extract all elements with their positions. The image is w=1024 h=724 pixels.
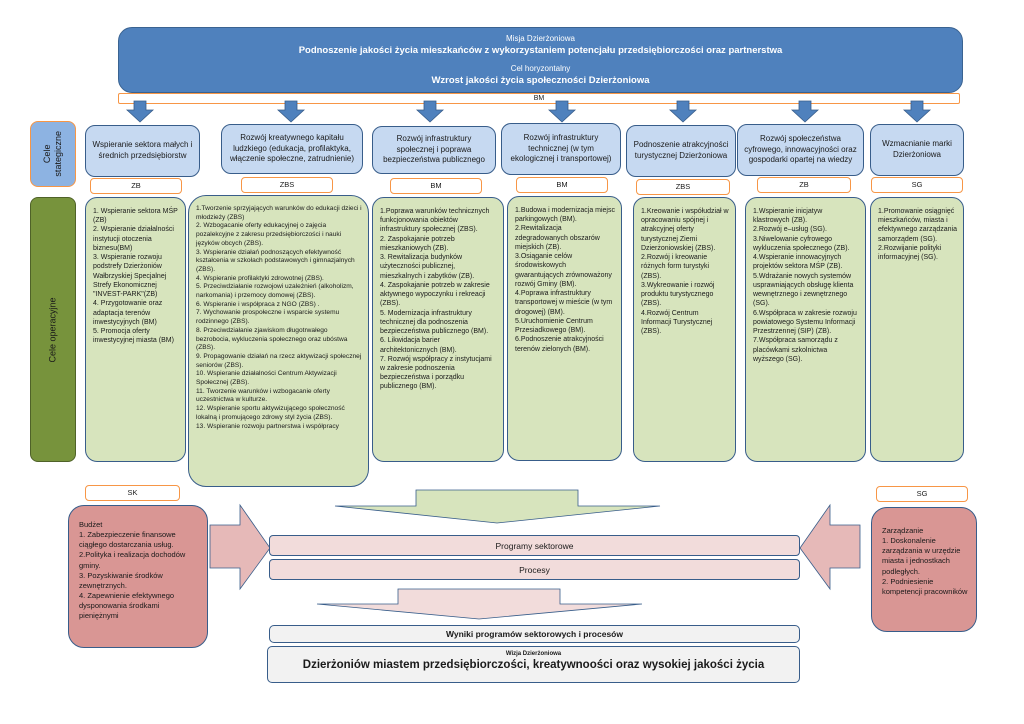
- processes-bar: Procesy: [269, 559, 800, 580]
- right-arrow-icon: [209, 503, 271, 591]
- flow-arrows: [209, 489, 861, 620]
- down-arrow-icon: [668, 100, 698, 123]
- responsibility-tag: ZBS: [636, 179, 730, 195]
- responsibility-tag: BM: [516, 177, 608, 193]
- strategic-goals-label: Cele stategiczne: [30, 121, 76, 187]
- left-arrow-icon: [799, 503, 861, 591]
- mission-box: Misja Dzierżoniowa Podnoszenie jakości ż…: [118, 27, 963, 93]
- strategic-goal: Rozwój kreatywnego kapitału ludzkiego (e…: [221, 124, 363, 174]
- down-arrow-icon: [415, 100, 445, 123]
- vision-text: Dzierżoniów miastem przedsiębiorczości, …: [302, 659, 765, 671]
- vision-label: Wizja Dzierżoniowa: [505, 651, 562, 657]
- mission-label: Misja Dzierżoniowa: [506, 34, 575, 43]
- sector-programs-bar: Programy sektorowe: [269, 535, 800, 556]
- management-box: Zarządzanie 1. Doskonalenie zarządzania …: [871, 507, 977, 632]
- responsibility-tag: ZB: [757, 177, 851, 193]
- management-tag: SG: [876, 486, 968, 502]
- budget-box: Budżet 1. Zabezpieczenie finansowe ciągł…: [68, 505, 208, 648]
- strategic-goal: Rozwój infrastruktury technicznej (w tym…: [501, 123, 621, 175]
- operational-goals-list: 1.Poprawa warunków technicznych funkcjon…: [372, 197, 504, 462]
- down-arrow-icon: [790, 100, 820, 123]
- mission-text: Podnoszenie jakości życia mieszkańców z …: [298, 45, 783, 56]
- vision-box: Wizja Dzierżoniowa Dzierżoniów miastem p…: [267, 646, 800, 683]
- operational-goals-list: 1.Kreowanie i współudział w opracowaniu …: [633, 197, 736, 462]
- operational-goals-list: 1. Wspieranie sektora MŚP (ZB) 2. Wspier…: [85, 197, 186, 462]
- mission-responsibility-tag: BM: [118, 93, 960, 104]
- strategic-goal: Wspieranie sektora małych i średnich prz…: [85, 125, 200, 177]
- horizontal-goal-label: Cel horyzontalny: [510, 64, 571, 73]
- horizontal-goal-text: Wzrost jakości życia społeczności Dzierż…: [431, 75, 650, 86]
- responsibility-tag: ZB: [90, 178, 182, 194]
- operational-goals-list: 1.Promowanie osiągnięć mieszkańców, mias…: [870, 197, 964, 462]
- responsibility-tag: BM: [390, 178, 482, 194]
- budget-tag: SK: [85, 485, 180, 501]
- operational-goals-list: 1.Tworzenie sprzyjających warunków do ed…: [188, 195, 369, 487]
- down-arrow-icon: [902, 100, 932, 123]
- down-arrow-icon: [547, 100, 577, 123]
- responsibility-tag: ZBS: [241, 177, 333, 193]
- down-arrow-icon: [125, 100, 155, 123]
- strategic-goal: Wzmacnianie marki Dzierżoniowa: [870, 124, 964, 176]
- results-bar: Wyniki programów sektorowych i procesów: [269, 625, 800, 643]
- strategic-goal: Rozwój infrastruktury społecznej i popra…: [372, 126, 496, 174]
- green-down-arrow-icon: [334, 489, 661, 524]
- operational-goals-list: 1.Budowa i modernizacja miejsc parkingow…: [507, 196, 622, 461]
- down-arrows: [125, 100, 932, 123]
- responsibility-tag: SG: [871, 177, 963, 193]
- operational-goals-list: 1.Wspieranie inicjatyw klastrowych (ZB).…: [745, 197, 866, 462]
- operational-goals-label: Cele operacyjne: [30, 197, 76, 462]
- strategic-goal: Podnoszenie atrakcyjności turystycznej D…: [626, 125, 736, 177]
- pink-down-arrow-icon: [316, 588, 643, 620]
- down-arrow-icon: [276, 100, 306, 123]
- strategic-goal: Rozwój społeczeństwa cyfrowego, innowacy…: [737, 124, 864, 176]
